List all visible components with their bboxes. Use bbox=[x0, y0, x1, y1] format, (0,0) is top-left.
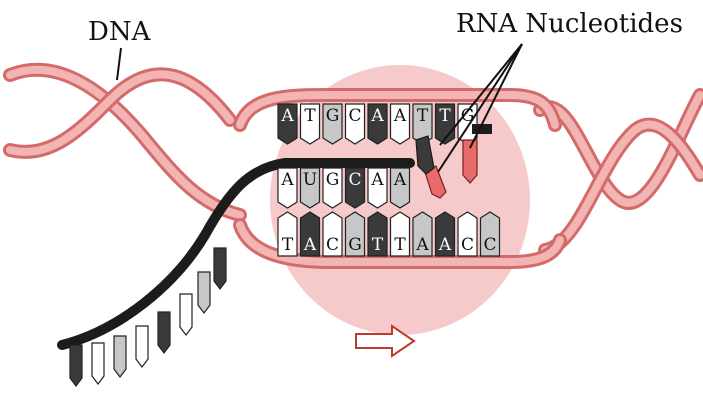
template-base: A bbox=[436, 212, 455, 256]
dna-label-leader bbox=[117, 48, 121, 80]
rna-base: A bbox=[391, 168, 410, 208]
rna-base-letter: G bbox=[326, 170, 340, 190]
template-base-letter: T bbox=[282, 235, 294, 255]
coding-base: T bbox=[301, 104, 320, 144]
coding-base-letter: T bbox=[439, 106, 451, 126]
template-base: T bbox=[391, 212, 410, 256]
coding-base-letter: G bbox=[326, 106, 340, 126]
template-base-letter: C bbox=[483, 235, 496, 255]
rna-base: C bbox=[346, 168, 365, 208]
rna-base-letter: A bbox=[393, 170, 407, 190]
template-base: A bbox=[413, 212, 432, 256]
template-base-letter: A bbox=[303, 235, 317, 255]
rna-base: A bbox=[278, 168, 297, 208]
coding-base: A bbox=[278, 104, 297, 144]
template-base: C bbox=[481, 212, 500, 256]
template-base-letter: A bbox=[415, 235, 429, 255]
template-base: A bbox=[301, 212, 320, 256]
coding-base-letter: C bbox=[348, 106, 361, 126]
rna-base-letter: A bbox=[370, 170, 384, 190]
dna-label: DNA bbox=[88, 17, 152, 47]
template-base: T bbox=[368, 212, 387, 256]
coding-base: G bbox=[323, 104, 342, 144]
template-base: C bbox=[458, 212, 477, 256]
rna-base-letter: A bbox=[280, 170, 294, 190]
coding-base: A bbox=[391, 104, 410, 144]
dna-helix-left bbox=[10, 70, 240, 215]
template-base-letter: A bbox=[438, 235, 452, 255]
template-base: T bbox=[278, 212, 297, 256]
rna-nucleotides-label: RNA Nucleotides bbox=[456, 9, 683, 39]
rna-tail-bases bbox=[70, 248, 226, 386]
coding-base: C bbox=[346, 104, 365, 144]
template-base: G bbox=[346, 212, 365, 256]
rna-base-letter: C bbox=[348, 170, 361, 190]
template-base-letter: T bbox=[394, 235, 406, 255]
coding-base-letter: T bbox=[417, 106, 429, 126]
coding-base: A bbox=[368, 104, 387, 144]
rna-base: U bbox=[301, 168, 320, 208]
coding-base-letter: T bbox=[304, 106, 316, 126]
template-base-letter: C bbox=[461, 235, 474, 255]
template-base-letter: T bbox=[372, 235, 384, 255]
coding-base-letter: A bbox=[393, 106, 407, 126]
coding-base-letter: A bbox=[370, 106, 384, 126]
coding-base-letter: A bbox=[280, 106, 294, 126]
rna-base: A bbox=[368, 168, 387, 208]
rna-base: G bbox=[323, 168, 342, 208]
template-base-letter: G bbox=[348, 235, 362, 255]
rna-base-letter: U bbox=[303, 170, 317, 190]
dna-helix-right bbox=[540, 95, 700, 250]
template-base-letter: C bbox=[326, 235, 339, 255]
template-base: C bbox=[323, 212, 342, 256]
